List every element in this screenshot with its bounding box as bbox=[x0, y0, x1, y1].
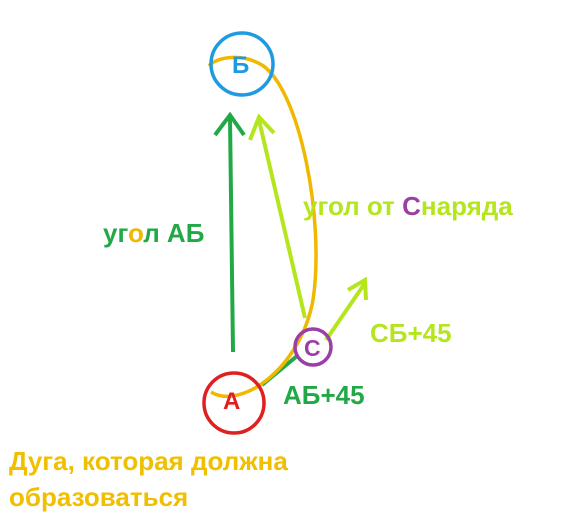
angle-ab-label-end: л АБ bbox=[143, 218, 204, 248]
node-c-label: С bbox=[304, 335, 321, 361]
node-b-label: Б bbox=[232, 52, 249, 79]
angle-ab-label-start: уг bbox=[103, 218, 128, 248]
angle-projectile-label: угол от Снаряда bbox=[303, 191, 513, 221]
arrow-sb45-shaft bbox=[324, 281, 367, 342]
arrow-ab-shaft bbox=[228, 117, 235, 353]
angle-ab-label-accent: о bbox=[128, 218, 143, 248]
angle-projectile-label-accent: С bbox=[402, 191, 421, 221]
arrow-cb-shaft bbox=[257, 119, 307, 319]
angle-projectile-label-start: угол от bbox=[303, 191, 402, 221]
node-b-circle bbox=[209, 31, 275, 97]
arrow-sb45-head bbox=[346, 276, 368, 301]
arc-caption-line-1: Дуга, которая должна bbox=[9, 446, 288, 476]
arrow-ab-head bbox=[213, 111, 246, 137]
angle-projectile-label-end: наряда bbox=[421, 191, 513, 221]
expected-arc bbox=[207, 55, 318, 398]
arc-caption-line-2: образоваться bbox=[9, 482, 188, 512]
ab45-label: АБ+45 bbox=[283, 380, 365, 410]
arrow-cb-head bbox=[248, 113, 276, 141]
sb45-label: СБ+45 bbox=[370, 318, 452, 348]
angle-ab-label: угол АБ bbox=[103, 218, 204, 248]
node-a-label: А bbox=[223, 388, 240, 415]
node-a-circle bbox=[202, 371, 266, 435]
node-c-circle bbox=[293, 327, 333, 367]
